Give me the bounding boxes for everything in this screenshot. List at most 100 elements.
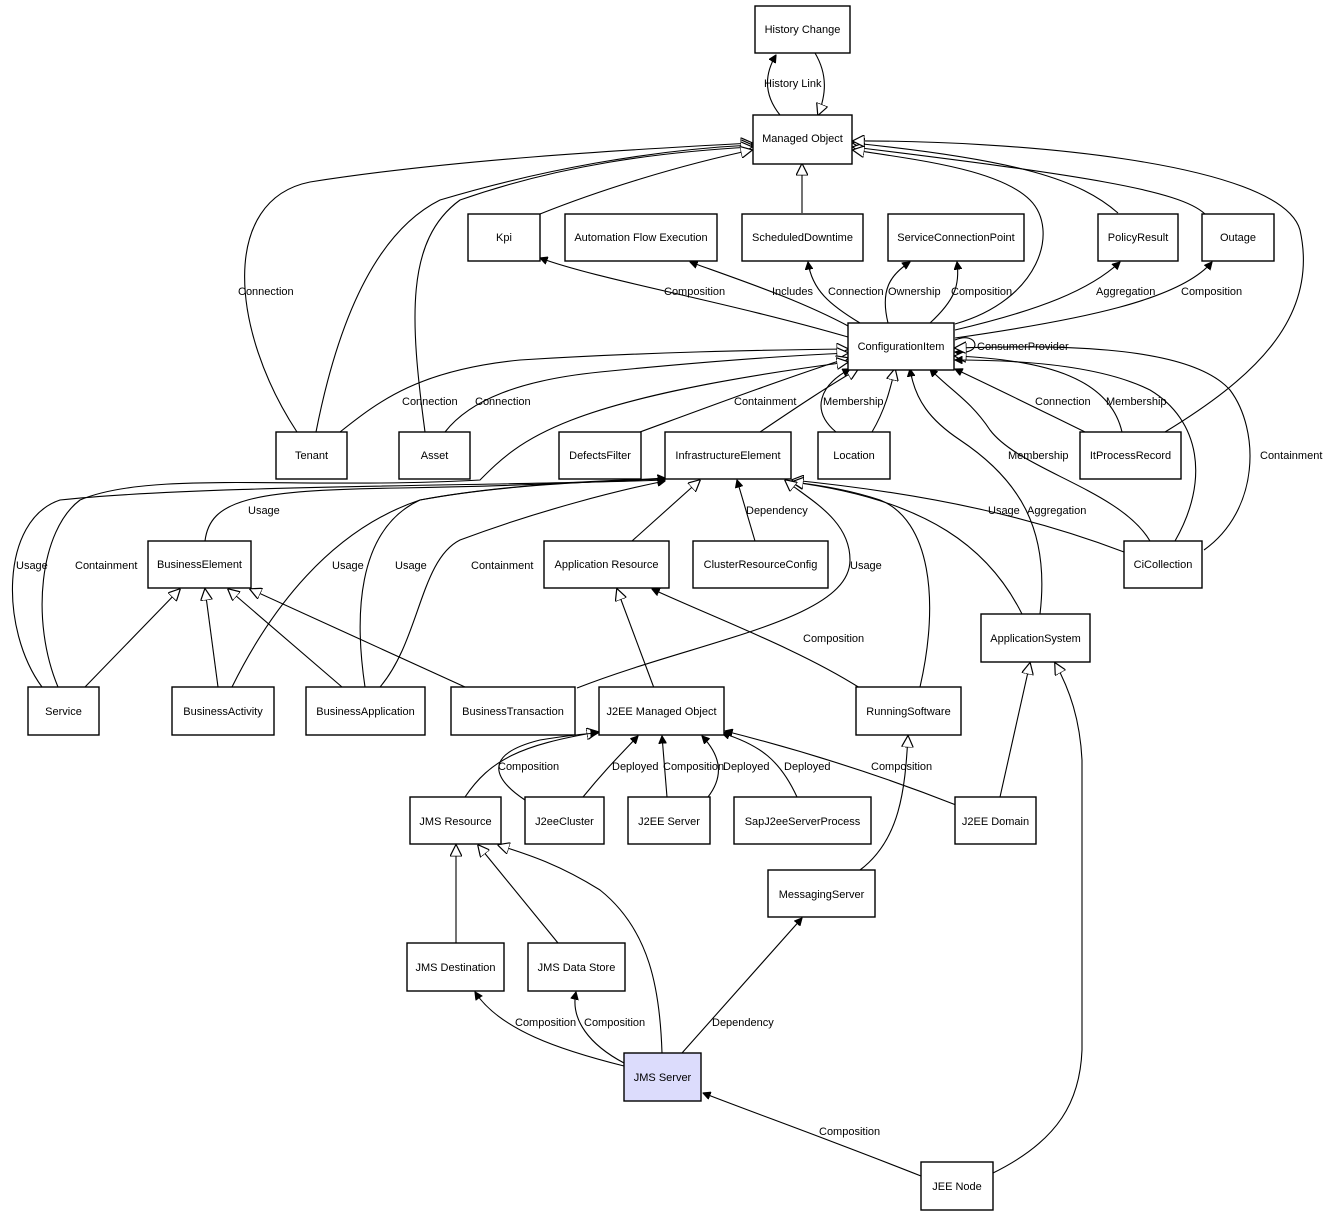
edge-label-service-ie: Usage (16, 560, 48, 572)
node-service-connection-point[interactable]: ServiceConnectionPoint (887, 213, 1025, 262)
edge-label-jeenode-jmsserver: Composition (819, 1126, 880, 1138)
node-label: ItProcessRecord (1090, 450, 1171, 462)
edge-label-be-ie: Usage (248, 505, 280, 517)
edge-sap-to-j2ee-mo (722, 733, 798, 798)
node-automation-flow-execution[interactable]: Automation Flow Execution (564, 213, 718, 262)
node-kpi[interactable]: Kpi (467, 213, 541, 262)
node-jee-node[interactable]: JEE Node (920, 1161, 994, 1211)
node-j2ee-domain[interactable]: J2EE Domain (954, 796, 1037, 845)
node-label: ConfigurationItem (858, 341, 945, 353)
edge-messaging-server-to-running-software (859, 736, 908, 871)
edge-jms-resource-to-j2ee-mo (464, 732, 598, 798)
node-label: Managed Object (762, 133, 843, 145)
node-infrastructure-element[interactable]: InfrastructureElement (664, 431, 792, 480)
node-ci-collection[interactable]: CiCollection (1123, 540, 1203, 589)
node-j2ee-cluster[interactable]: J2eeCluster (524, 796, 605, 845)
edge-cicollection-to-ie (792, 480, 1125, 553)
node-label: J2EE Server (638, 816, 700, 828)
edge-location-to-ci (820, 369, 895, 433)
edge-label-loc-ci: Membership (823, 396, 884, 408)
edge-j2ee-cluster-to-j2ee-mo (498, 733, 638, 801)
node-label: MessagingServer (779, 889, 865, 901)
node-cluster-resource-config[interactable]: ClusterResourceConfig (692, 540, 829, 589)
node-it-process-record[interactable]: ItProcessRecord (1079, 431, 1182, 480)
node-jms-resource[interactable]: JMS Resource (409, 796, 502, 845)
node-label: Tenant (295, 450, 328, 462)
node-jms-destination[interactable]: JMS Destination (406, 942, 505, 992)
edge-label-tenant-connection: Connection (238, 286, 294, 298)
node-asset[interactable]: Asset (398, 431, 471, 480)
edge-label-jmsres-j2ee: Composition (498, 761, 559, 773)
node-sap-j2ee-server-process[interactable]: SapJ2eeServerProcess (733, 796, 872, 845)
edge-label-ci-sd: Connection (828, 286, 884, 298)
edge-ci-outage-composition (954, 262, 1212, 339)
node-label: Asset (421, 450, 449, 462)
node-label: JMS Data Store (538, 962, 616, 974)
edge-label-ci-pr: Aggregation (1096, 286, 1155, 298)
node-messaging-server[interactable]: MessagingServer (767, 869, 876, 918)
node-label: Location (833, 450, 875, 462)
edge-running-software-to-ie (792, 482, 931, 688)
edge-service-to-be (84, 589, 180, 688)
edge-application-system-to-ci (910, 369, 1043, 615)
node-outage[interactable]: Outage (1201, 213, 1275, 262)
node-label: ServiceConnectionPoint (897, 232, 1014, 244)
node-label: InfrastructureElement (675, 450, 780, 462)
node-business-transaction[interactable]: BusinessTransaction (450, 686, 576, 736)
node-j2ee-server[interactable]: J2EE Server (627, 796, 711, 845)
edge-label-ba-ie: Usage (332, 560, 364, 572)
edge-label-ci-kpi: Composition (664, 286, 725, 298)
node-managed-object[interactable]: Managed Object (752, 114, 853, 165)
node-running-software[interactable]: RunningSoftware (855, 686, 962, 736)
edge-jee-node-to-application-system (992, 663, 1083, 1174)
node-policy-result[interactable]: PolicyResult (1097, 213, 1179, 262)
edge-ci-sd-connection (808, 262, 861, 324)
node-history-change[interactable]: History Change (754, 5, 851, 54)
edge-ci-scp-composition (929, 262, 958, 324)
edge-label-server-j2ee-composition: Composition (663, 761, 724, 773)
node-j2ee-managed-object[interactable]: J2EE Managed Object (598, 686, 725, 736)
node-label: RunningSoftware (866, 706, 950, 718)
node-business-element[interactable]: BusinessElement (147, 540, 252, 589)
edge-label-jmsserver-dest: Composition (515, 1017, 576, 1029)
node-tenant[interactable]: Tenant (275, 431, 348, 480)
node-service[interactable]: Service (27, 686, 100, 736)
node-label: BusinessTransaction (462, 706, 564, 718)
node-configuration-item[interactable]: ConfigurationItem (847, 322, 955, 371)
edge-label-sap-j2ee: Deployed (784, 761, 830, 773)
node-business-activity[interactable]: BusinessActivity (171, 686, 275, 736)
node-label: DefectsFilter (569, 450, 631, 462)
edge-business-application-to-be (228, 589, 343, 688)
edge-label-domain-j2ee: Composition (871, 761, 932, 773)
node-label: J2EE Managed Object (606, 706, 716, 718)
node-scheduled-downtime[interactable]: ScheduledDowntime (741, 213, 864, 262)
edge-j2ee-domain-to-application-system (999, 663, 1030, 798)
edge-asset-to-ci (444, 353, 848, 433)
node-label: J2EE Domain (962, 816, 1029, 828)
edge-label-jmsserver-store: Composition (584, 1017, 645, 1029)
node-label: JMS Resource (419, 816, 491, 828)
node-label: ClusterResourceConfig (704, 559, 818, 571)
node-defects-filter[interactable]: DefectsFilter (558, 431, 642, 480)
edge-application-system-to-ie (792, 482, 1023, 615)
edge-jms-server-dest-composition (475, 992, 625, 1067)
edge-label-rs-ar: Composition (803, 633, 864, 645)
edge-business-application-to-ie (359, 479, 665, 688)
node-jms-server[interactable]: JMS Server (623, 1052, 702, 1102)
edge-label-service-ci: Containment (75, 560, 137, 572)
node-application-system[interactable]: ApplicationSystem (980, 613, 1091, 663)
node-label: Service (45, 706, 82, 718)
node-jms-data-store[interactable]: JMS Data Store (527, 942, 626, 992)
edge-cicollection-to-ci (930, 347, 1251, 551)
node-business-application[interactable]: BusinessApplication (305, 686, 426, 736)
edge-asset-to-managed-object (414, 147, 752, 433)
node-location[interactable]: Location (817, 431, 891, 480)
edge-j2ee-mo-to-app-resource (617, 589, 655, 689)
edge-outage-to-managed-object (853, 147, 1206, 215)
edge-j2ee-domain-to-j2ee-mo (725, 731, 957, 806)
node-application-resource[interactable]: Application Resource (543, 540, 670, 589)
edge-defects-filter-to-ci (639, 358, 848, 433)
edge-label-bapp-ie: Usage (395, 560, 427, 572)
edge-ci-self-consumer-provider (955, 337, 976, 353)
